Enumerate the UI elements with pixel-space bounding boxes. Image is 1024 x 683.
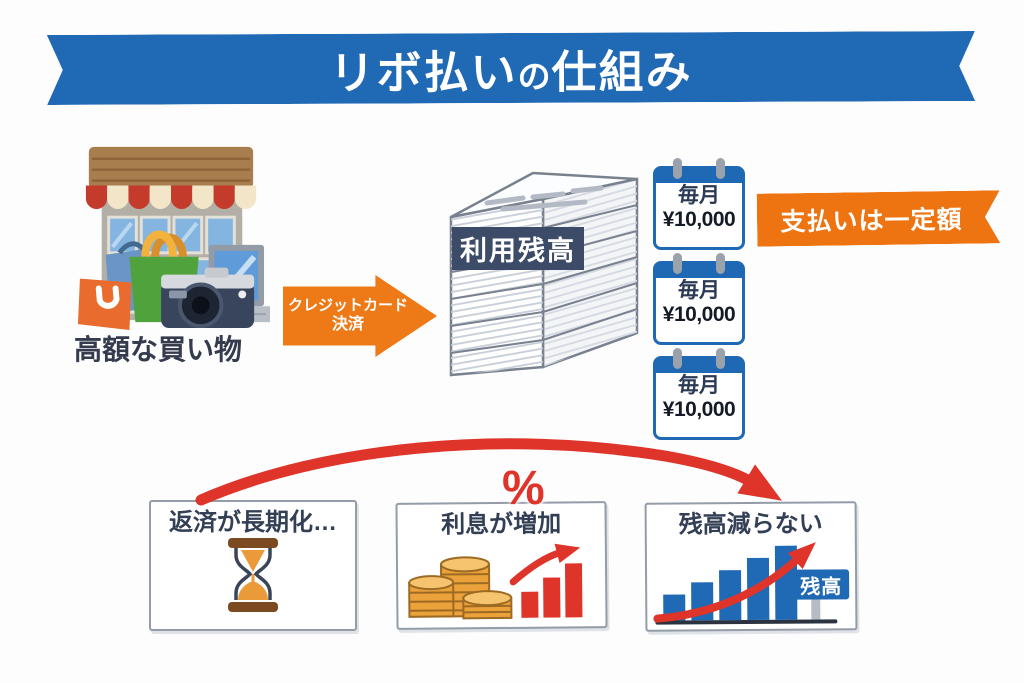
percent-icon: %	[502, 462, 545, 515]
calendar-period: 毎月	[678, 184, 720, 207]
calendar-period: 毎月	[678, 374, 720, 397]
consequence-card-interest: 利息が増加	[395, 501, 608, 630]
page-title-rest: 仕組み	[551, 45, 693, 98]
payment-arrow-line1: クレジットカード	[287, 296, 408, 314]
coins-growth-icon	[407, 544, 582, 620]
calendar-header	[656, 359, 742, 373]
calendar-ring-icon	[716, 348, 725, 369]
consequence-card-long-term: 返済が長期化…	[149, 500, 357, 631]
storefront-icon	[77, 146, 270, 331]
page-title-particle: の	[517, 57, 552, 95]
curved-arrow-icon	[195, 438, 783, 506]
balance-stack-label: 利用残高	[452, 227, 584, 270]
orange-bag-icon	[77, 278, 132, 331]
calendar-amount: ¥10,000	[662, 208, 736, 232]
calendar-icon: 毎月 ¥10,000	[653, 253, 745, 345]
fixed-payment-label: 支払いは一定額	[780, 205, 963, 236]
calendar-ring-icon	[673, 348, 682, 369]
calendar-amount: ¥10,000	[662, 303, 736, 327]
calendar-header	[656, 169, 742, 183]
calendar-period: 毎月	[678, 279, 720, 302]
calendar-ring-icon	[716, 158, 725, 179]
hourglass-icon	[228, 538, 278, 613]
purchase-label: 高額な買い物	[73, 334, 242, 365]
payment-arrow-line2: 決済	[331, 316, 364, 334]
camera-icon	[161, 267, 255, 329]
consequence-card-balance: 残高減らない 残高	[644, 501, 858, 632]
balance-sign-label: 残高	[793, 569, 850, 600]
page-title-main: リボ払い	[329, 46, 518, 99]
title-banner: リボ払いの仕組み	[47, 31, 975, 105]
calendar-icon: 毎月 ¥10,000	[653, 348, 745, 440]
awning-icon	[85, 185, 257, 210]
payment-arrow: クレジットカード 決済	[283, 275, 437, 357]
fixed-payment-ribbon: 支払いは一定額	[757, 190, 1001, 246]
consequence-title-long-term: 返済が長期化…	[169, 509, 337, 536]
calendar-amount: ¥10,000	[662, 398, 736, 422]
rising-balance-chart-icon	[653, 542, 838, 625]
calendar-header	[656, 264, 742, 278]
calendar-icon: 毎月 ¥10,000	[653, 158, 745, 250]
calendar-ring-icon	[673, 158, 682, 179]
calendar-ring-icon	[716, 253, 725, 274]
page-title: リボ払いの仕組み	[329, 35, 692, 102]
calendar-ring-icon	[673, 253, 682, 274]
